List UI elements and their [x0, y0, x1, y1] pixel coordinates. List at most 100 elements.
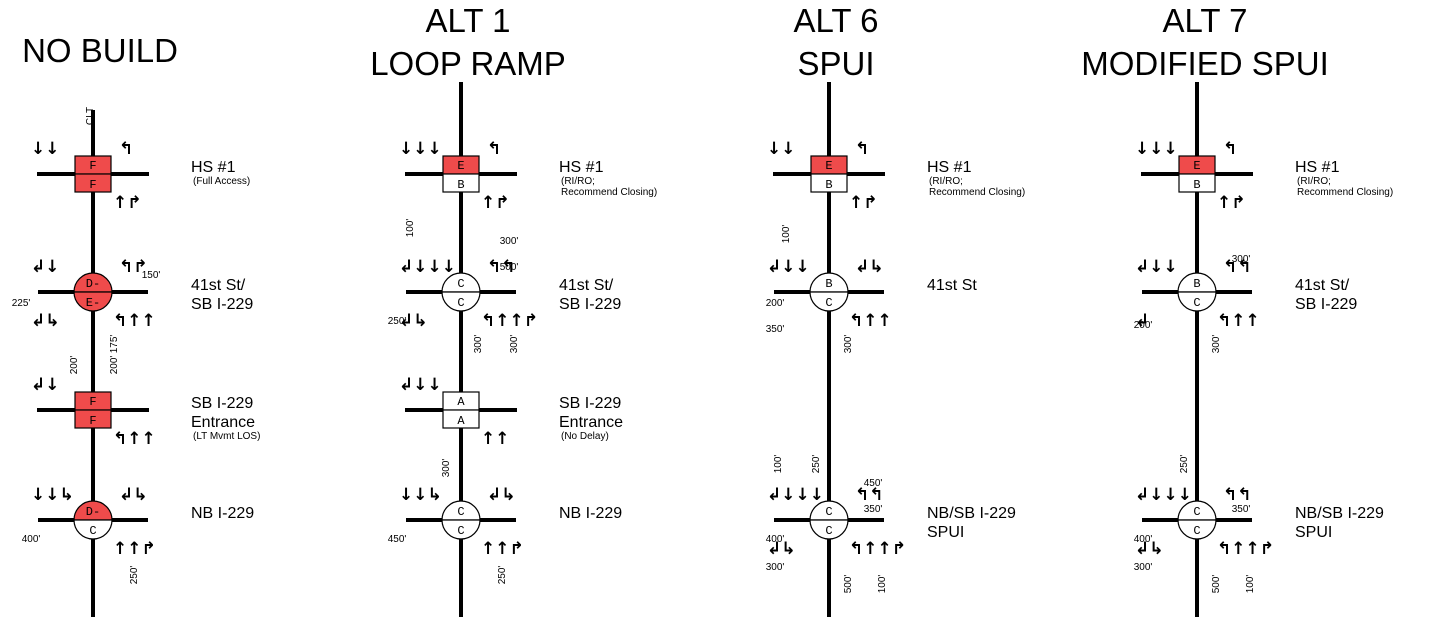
los-bottom-cell	[1177, 291, 1217, 312]
storage-length-label: 300'	[473, 335, 484, 354]
lane-arrow-icon: ↓↓	[767, 139, 796, 159]
storage-length-label: 250'	[1179, 455, 1190, 474]
lane-arrow-icon: ↲↳	[31, 311, 60, 331]
lane-arrow-icon: ↰	[119, 139, 133, 159]
intersection-label: SB I-229	[559, 395, 621, 412]
los-top-grade: E	[1193, 159, 1200, 173]
lane-arrow-icon: ↓↓↓	[399, 139, 442, 159]
intersection-label: 41st St/	[1295, 277, 1350, 294]
los-top-grade: C	[457, 277, 464, 291]
lane-arrow-icon: ↲↳	[1135, 539, 1164, 559]
lane-arrow-icon: ↰	[487, 139, 501, 159]
intersection-label: SPUI	[927, 524, 964, 541]
alternative-title: LOOP RAMP	[370, 45, 566, 82]
los-top-grade: B	[1193, 277, 1200, 291]
lane-arrow-icon: ↰↑↑	[113, 429, 156, 449]
storage-length-label: 200'	[1134, 320, 1153, 331]
storage-length-label: 100'	[1245, 575, 1256, 594]
storage-length-label: 100'	[405, 219, 416, 238]
los-bottom-cell	[1177, 519, 1217, 540]
los-top-cell	[441, 500, 481, 521]
los-bottom-cell	[74, 409, 112, 429]
lane-arrow-icon: ↑↑↱	[113, 539, 156, 559]
los-bottom-cell	[441, 291, 481, 312]
intersection-label: NB I-229	[191, 505, 254, 522]
lane-arrow-icon: ↓↓↳	[399, 485, 442, 505]
storage-length-label: 500'	[843, 575, 854, 594]
storage-length-label: 300'	[500, 236, 519, 247]
storage-length-label: 500'	[500, 262, 519, 273]
lane-arrow-icon: ↲↓↓	[767, 257, 810, 277]
intersection-label: SB I-229	[191, 296, 253, 313]
lane-arrow-icon: ↰↑↑↱	[849, 539, 906, 559]
los-bottom-cell	[442, 173, 480, 193]
lane-arrow-icon: ↰↰	[1223, 485, 1252, 505]
los-top-grade: C	[457, 505, 464, 519]
storage-length-label: 350'	[1232, 504, 1251, 515]
lane-arrow-icon: ↰↰	[1223, 257, 1252, 277]
los-bottom-grade: C	[1193, 524, 1200, 538]
lane-arrow-icon: ↲	[1135, 311, 1149, 331]
storage-length-label: 400'	[766, 534, 785, 545]
storage-length-label: 225'	[12, 298, 31, 309]
storage-length-label: 450'	[388, 534, 407, 545]
intersection-label: SPUI	[1295, 524, 1332, 541]
los-bottom-cell	[1178, 173, 1216, 193]
los-bottom-cell	[74, 173, 112, 193]
lane-arrow-icon: ↰↰	[855, 485, 884, 505]
los-top-grade: B	[825, 277, 832, 291]
intersection-label: SB I-229	[191, 395, 253, 412]
alternative-title: ALT 6	[794, 2, 879, 39]
los-bottom-grade: C	[825, 524, 832, 538]
los-bottom-grade: C	[457, 524, 464, 538]
lane-arrow-icon: ↑↱	[849, 193, 878, 213]
lane-arrow-icon: ↲↓↓	[399, 375, 442, 395]
los-top-cell	[1177, 272, 1217, 293]
los-top-cell	[809, 272, 849, 293]
intersection-label: HS #1	[1295, 159, 1340, 176]
lane-arrow-icon: ↰	[1223, 139, 1237, 159]
storage-length-label: 300'	[509, 335, 520, 354]
storage-length-label: 400'	[1134, 534, 1153, 545]
lane-arrow-icon: ↰↰	[487, 257, 516, 277]
lane-arrow-icon: ↲↓	[31, 375, 60, 395]
storage-length-label: 250'	[388, 316, 407, 327]
los-bottom-cell	[73, 519, 113, 540]
lane-arrow-icon: ↰↑↑↱	[481, 311, 538, 331]
intersection-label: 41st St	[927, 277, 977, 294]
intersection-label: Entrance	[559, 414, 623, 431]
storage-length-label: 450'	[864, 478, 883, 489]
los-bottom-cell	[810, 173, 848, 193]
intersection-sublabel: Recommend Closing)	[929, 187, 1025, 198]
intersection-sublabel: (No Delay)	[561, 431, 609, 442]
lane-arrow-icon: ↲↓	[31, 257, 60, 277]
intersection-sublabel: Recommend Closing)	[1297, 187, 1393, 198]
intersection-label: NB I-229	[559, 505, 622, 522]
intersection-sublabel: (Full Access)	[193, 176, 250, 187]
intersection-label: HS #1	[927, 159, 972, 176]
storage-length-label: 250'	[811, 455, 822, 474]
lane-arrow-icon: ↰↑↑	[113, 311, 156, 331]
storage-length-label: 200'	[69, 356, 80, 375]
intersection-label: HS #1	[559, 159, 604, 176]
storage-length-label: 350'	[766, 324, 785, 335]
storage-length-label: 400'	[22, 534, 41, 545]
intersection: D-E-41st St/SB I-229150'225'175'↲↓↰↱↲↳↰↑…	[12, 257, 254, 353]
intersection-sublabel: (LT Mvmt LOS)	[193, 431, 260, 442]
intersection-sublabel: (RI/RO;	[929, 176, 963, 187]
intersection-sublabel: (RI/RO;	[1297, 176, 1331, 187]
los-bottom-grade: B	[1193, 178, 1200, 192]
lane-arrow-icon: ↑↑	[481, 429, 510, 449]
storage-length-label: 200'	[766, 298, 785, 309]
alternative-title: MODIFIED SPUI	[1081, 45, 1329, 82]
lane-arrow-icon: ↰↑↑	[849, 311, 892, 331]
